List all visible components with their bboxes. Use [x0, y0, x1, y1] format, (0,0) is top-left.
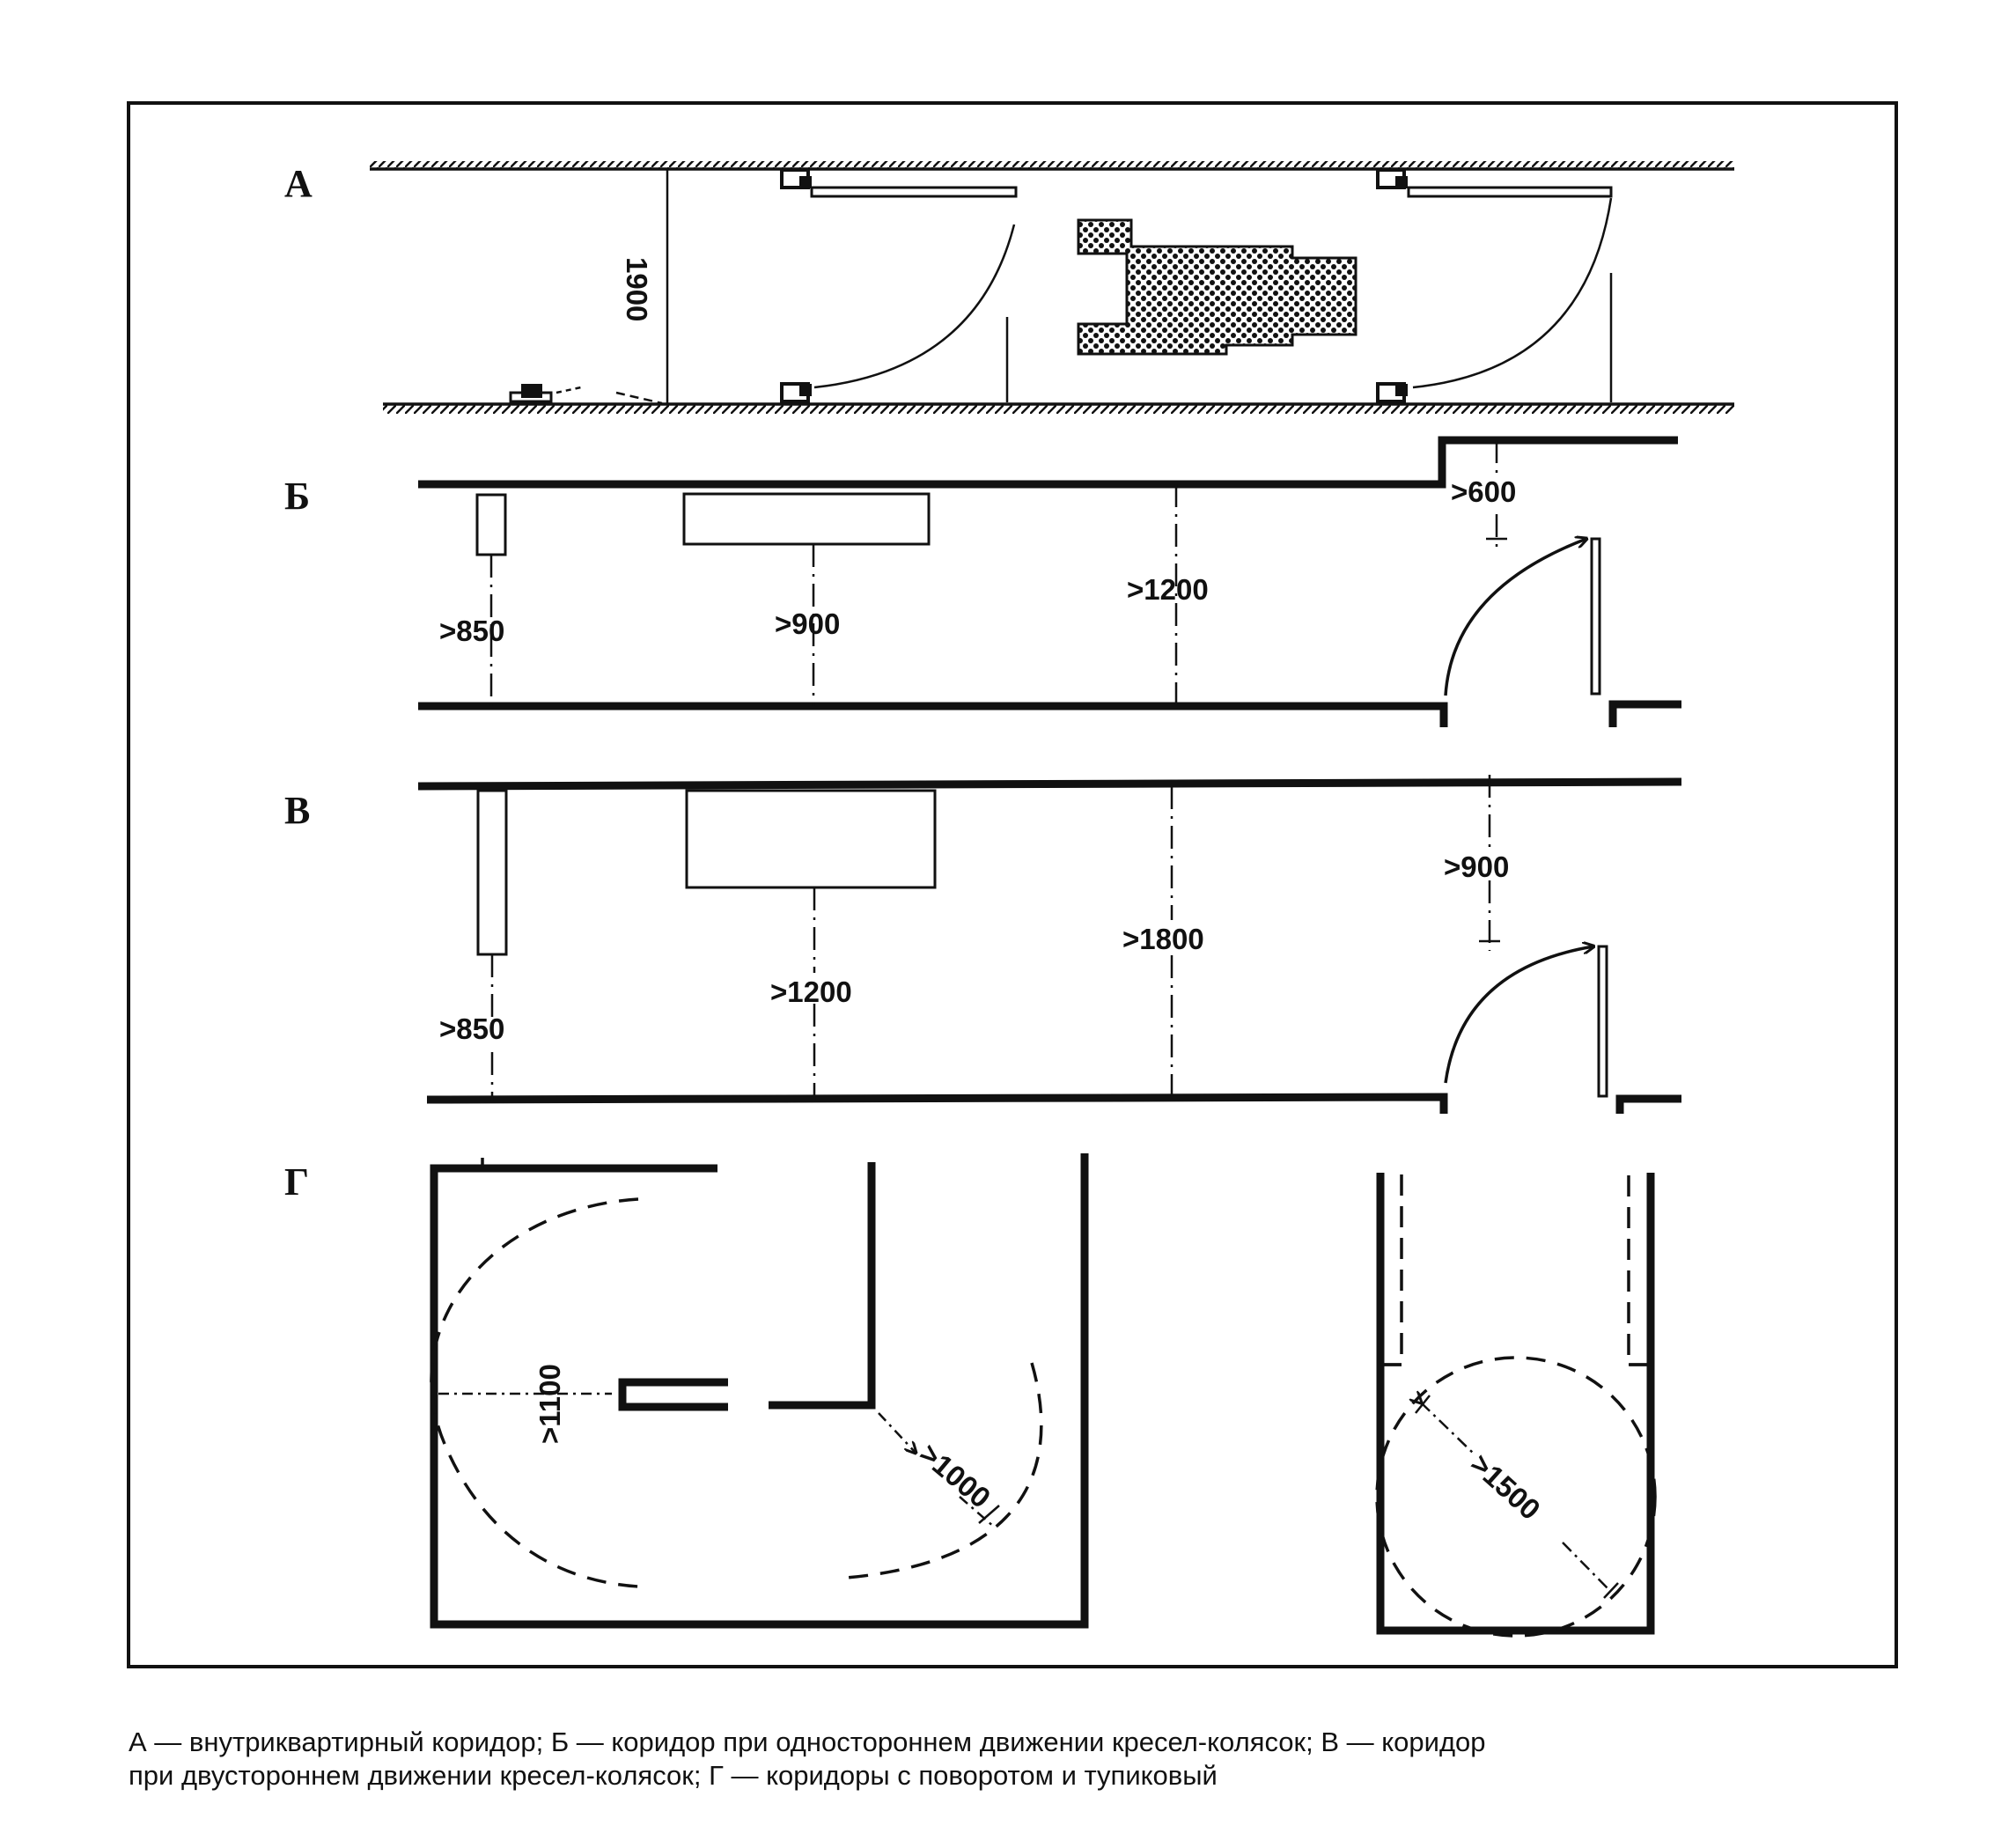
section-b-dim-door: >600: [1451, 475, 1516, 508]
section-a-door-1: [780, 168, 1018, 403]
section-a: А 1900: [284, 161, 1734, 414]
section-g-deadend-circle: [1375, 1356, 1657, 1638]
section-v-door-leaf: [1597, 945, 1608, 1098]
section-b-dim-left: >850: [439, 615, 504, 647]
section-v-dim-corridor: >1800: [1122, 923, 1204, 955]
section-v-label: В: [284, 789, 310, 832]
section-b-door-leaf: [1590, 537, 1601, 696]
section-g: Г >1100 >1000: [284, 1153, 1657, 1638]
section-b: Б >850 >900 >1200 >600: [284, 436, 1681, 727]
section-v-door-swing: [1444, 946, 1593, 1084]
section-b-bottom-wall: [418, 702, 1448, 727]
section-v: В >850 >1200 >1800 >900: [284, 775, 1682, 1114]
figure-caption: А — внутриквартирный коридор; Б — коридо…: [129, 1726, 1889, 1793]
section-v-dim-middle: >1200: [770, 976, 852, 1008]
section-a-bottom-wall: [383, 403, 1734, 414]
section-g-deadend-corridor: >1500: [1375, 1173, 1657, 1638]
section-g-dim-deadend: >1500: [1464, 1447, 1547, 1527]
section-v-bottom-wall: [426, 1093, 1448, 1114]
section-g-turn-corridor: >1100 >1000: [430, 1153, 1089, 1629]
section-b-label: Б: [284, 475, 310, 518]
section-a-wheelchair: [1077, 218, 1357, 356]
caption-line-1: А — внутриквартирный коридор; Б — коридо…: [129, 1727, 1486, 1757]
diagram-frame: [127, 101, 1898, 1668]
section-a-switch: [509, 384, 663, 405]
section-g-dim-width: >1100: [533, 1364, 566, 1444]
section-a-width-dim: 1900: [621, 257, 653, 321]
section-b-dim-corridor: >1200: [1127, 573, 1209, 606]
section-a-label: А: [284, 162, 313, 205]
section-v-column: [476, 789, 508, 956]
section-b-bench: [682, 492, 931, 546]
section-g-dim-radius: >1000: [914, 1437, 997, 1514]
section-a-top-wall: [370, 161, 1734, 170]
caption-line-2: при двустороннем движении кресел-колясок…: [129, 1760, 1218, 1791]
section-b-top-wall: [418, 436, 1678, 489]
section-g-label: Г: [284, 1160, 309, 1204]
section-v-dim-door: >900: [1444, 850, 1509, 883]
section-a-door-2: [1376, 168, 1613, 403]
section-v-dim-left: >850: [439, 1012, 504, 1045]
section-b-door-swing: [1444, 539, 1586, 696]
section-b-dim-middle: >900: [775, 607, 840, 640]
section-b-column: [475, 493, 507, 556]
section-v-top-wall: [417, 777, 1682, 791]
section-g-turn-circle-right: [846, 1362, 1043, 1579]
section-v-bench: [685, 789, 937, 889]
